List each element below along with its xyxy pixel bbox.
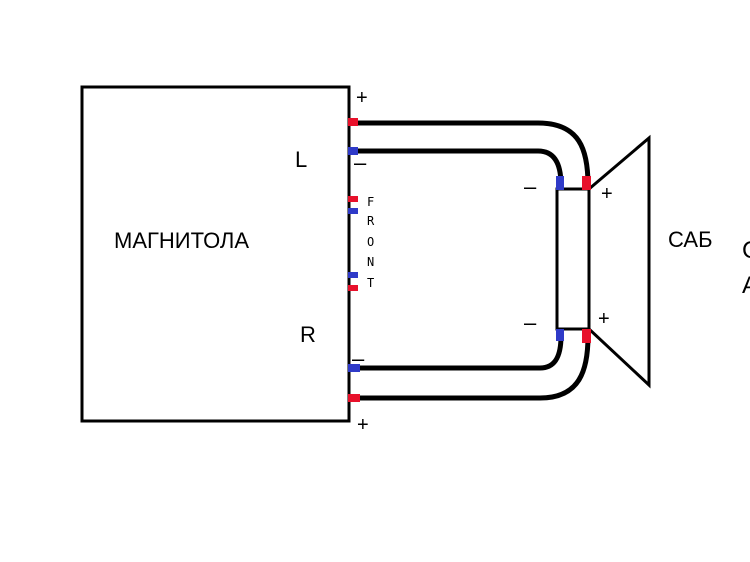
headunit-label: МАГНИТОЛА (114, 228, 249, 253)
sign-right-minus: – (352, 346, 365, 371)
sub-cone (587, 134, 651, 389)
edge-text-2: А (742, 272, 750, 299)
front-letter-t: T (367, 276, 374, 290)
wire-right-negative (353, 333, 564, 371)
front-letter-f: F (367, 195, 374, 209)
front-letter-n: N (367, 255, 374, 269)
wire-left-positive (353, 120, 591, 188)
channel-right-label: R (300, 322, 316, 347)
sign-sub-top-plus: + (601, 183, 613, 205)
terminal-front-right-b (348, 285, 358, 291)
channel-left-label: L (295, 147, 307, 172)
sub-magnet-body (555, 187, 591, 331)
terminal-front-left-a (348, 196, 358, 202)
sub-terminal-top-positive (582, 176, 591, 190)
terminal-front-right-a (348, 272, 358, 278)
sub-terminal-bottom-positive (582, 329, 591, 343)
sign-left-minus: – (354, 150, 367, 175)
sign-sub-bottom-plus: + (598, 308, 610, 330)
front-letter-o: O (367, 235, 374, 249)
terminal-front-left-b (348, 208, 358, 214)
sub-terminal-bottom-negative (556, 329, 564, 341)
sub-label: САБ (668, 227, 713, 252)
terminal-right-positive (348, 394, 360, 402)
sign-sub-bottom-minus: – (524, 310, 537, 335)
sign-sub-top-minus: – (524, 174, 537, 199)
terminal-left-positive (348, 118, 358, 126)
sub-terminal-top-negative (556, 176, 564, 190)
terminal-left-negative (348, 147, 358, 155)
sign-right-plus: + (357, 414, 369, 436)
sign-left-plus: + (356, 87, 368, 109)
front-letter-r: R (367, 214, 375, 228)
terminal-right-negative (348, 364, 360, 372)
headunit-box (80, 85, 351, 423)
wire-right-positive (353, 333, 591, 401)
edge-text-1: С (742, 237, 750, 264)
